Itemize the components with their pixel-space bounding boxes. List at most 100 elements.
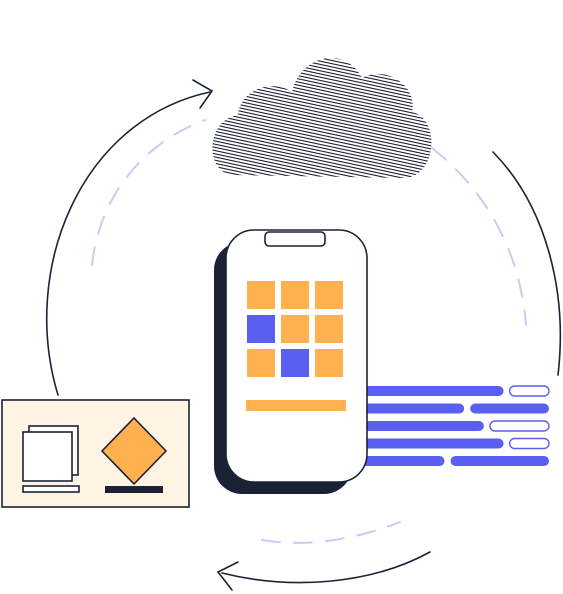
cloud-hatch-line bbox=[212, 67, 432, 127]
cloud-hatch-line bbox=[212, 57, 432, 102]
cloud-hatch-line bbox=[212, 57, 432, 67]
cycle-arrow-top-left bbox=[45, 91, 211, 396]
diamond-base bbox=[105, 486, 163, 493]
cycle-arrows bbox=[45, 79, 562, 591]
cloud-hatch-line bbox=[212, 99, 432, 159]
app-tile bbox=[247, 349, 275, 377]
cycle-arrow-right bbox=[492, 151, 562, 376]
cloud-hatch-line bbox=[212, 125, 432, 179]
progress-bar-primary bbox=[352, 456, 445, 466]
cloud-hatch-line bbox=[212, 170, 432, 179]
cloud-hatch-line bbox=[212, 57, 432, 73]
cloud-hatch-line bbox=[212, 57, 432, 95]
dashed-ring-bottom bbox=[261, 521, 401, 544]
app-tile bbox=[315, 281, 343, 309]
cloud-hatch-line bbox=[212, 77, 432, 137]
cloud-hatch-line bbox=[212, 58, 432, 118]
cloud-hatch-line bbox=[212, 119, 432, 179]
app-tile bbox=[247, 315, 275, 343]
cloud-hatch-line bbox=[190, 0, 460, 27]
cloud-hatch-line bbox=[212, 57, 432, 83]
cloud-hatch-line bbox=[212, 83, 432, 143]
cloud-hatch-line bbox=[212, 57, 432, 115]
progress-bar-secondary bbox=[450, 456, 549, 466]
cloud-hatch-line bbox=[212, 144, 432, 179]
phone-status-bar bbox=[246, 400, 346, 411]
cloud-hatch-line bbox=[190, 0, 460, 24]
cloud-hatch-line bbox=[212, 138, 432, 179]
progress-bar-primary bbox=[352, 386, 504, 396]
cloud-hatch-line bbox=[212, 64, 432, 124]
progress-bar-primary bbox=[352, 403, 465, 414]
cloud-hatch-line bbox=[190, 0, 460, 53]
cloud-hatch-line bbox=[212, 131, 432, 179]
app-tile bbox=[315, 349, 343, 377]
cloud-hatch-line bbox=[212, 87, 432, 147]
app-tile bbox=[247, 281, 275, 309]
cloud-hatch-line bbox=[190, 0, 460, 50]
cloud-hatch-line bbox=[212, 57, 432, 111]
app-tile bbox=[315, 315, 343, 343]
arrowhead-top bbox=[192, 79, 214, 109]
cloud-hatch-line bbox=[190, 0, 460, 37]
cycle-arrow-bottom bbox=[221, 551, 431, 584]
stacked-windows-icon bbox=[22, 425, 80, 493]
cloud-hatch-line bbox=[212, 57, 432, 63]
cloud-hatch-line bbox=[212, 57, 432, 86]
cloud-hatch-line bbox=[212, 109, 432, 169]
arrowhead-bottom bbox=[216, 561, 239, 591]
app-tile bbox=[281, 315, 309, 343]
cloud-hatch-line bbox=[212, 57, 432, 105]
cloud-hatch-line bbox=[212, 96, 432, 156]
app-tile bbox=[281, 349, 309, 377]
app-grid bbox=[247, 281, 343, 377]
cloud-hatch-line bbox=[212, 151, 432, 179]
cloud-hatch-line bbox=[212, 57, 432, 99]
cloud-hatch-line bbox=[212, 115, 432, 175]
cloud-hatch-line bbox=[212, 167, 432, 179]
cloud-hatch-line bbox=[212, 61, 432, 121]
progress-bar-primary bbox=[352, 421, 484, 431]
phone-notch bbox=[264, 231, 326, 247]
progress-bar-secondary bbox=[508, 437, 550, 450]
progress-bars-icon bbox=[352, 385, 550, 466]
cloud-hatch-line bbox=[190, 0, 460, 43]
cloud-hatch-line bbox=[212, 93, 432, 153]
cloud-hatch-line bbox=[212, 122, 432, 179]
progress-bar-secondary bbox=[508, 385, 550, 397]
cloud-hatch-line bbox=[212, 57, 432, 70]
cloud-hatch-line bbox=[212, 57, 432, 60]
cloud-hatch-line bbox=[212, 112, 432, 172]
smartphone-icon bbox=[214, 229, 368, 494]
dashed-ring bbox=[91, 119, 527, 544]
diamond-shape-icon bbox=[100, 416, 168, 493]
cloud-hatch-line bbox=[212, 57, 432, 92]
app-tile bbox=[281, 281, 309, 309]
cloud-hatch-line bbox=[212, 147, 432, 179]
cloud-hatch-line bbox=[190, 0, 460, 56]
cloud-hatch-line bbox=[190, 0, 460, 46]
cloud-hatch-line bbox=[212, 57, 432, 79]
cloud-hatch-line bbox=[212, 141, 432, 179]
cloud-hatch-line bbox=[190, 0, 460, 40]
progress-bar-primary bbox=[352, 438, 504, 449]
cloud-hatch-line bbox=[212, 71, 432, 131]
cloud-hatch-line bbox=[212, 80, 432, 140]
cloud-hatch-line bbox=[212, 74, 432, 134]
cloud-hatch-line bbox=[212, 57, 432, 89]
progress-bar-secondary bbox=[470, 403, 549, 414]
cloud-hatch-line bbox=[212, 154, 432, 179]
cloud-hatch-line bbox=[212, 57, 432, 76]
design-panel bbox=[1, 399, 190, 508]
cloud-hatch-line bbox=[212, 103, 432, 163]
cloud-hatch-line bbox=[212, 106, 432, 166]
cloud-hatch-line bbox=[212, 128, 432, 179]
cloud-hatch-line bbox=[190, 0, 460, 34]
cloud-hatch-line bbox=[212, 57, 432, 108]
cloud-hatch-line bbox=[212, 157, 432, 179]
cloud-hatch-line bbox=[212, 176, 432, 179]
dashed-ring-left bbox=[91, 119, 206, 266]
cloud-hatch-line bbox=[212, 160, 432, 179]
